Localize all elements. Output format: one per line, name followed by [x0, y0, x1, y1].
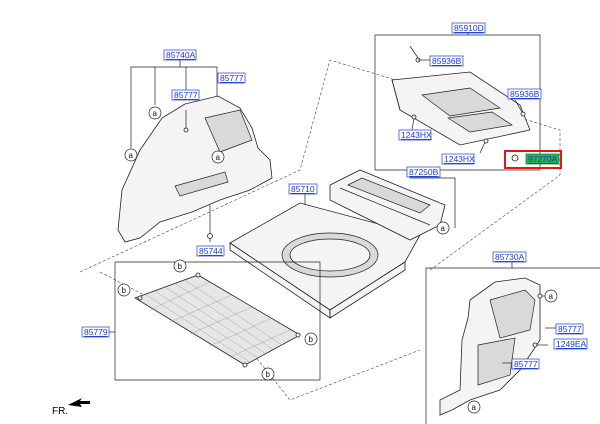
svg-text:85777: 85777	[174, 90, 198, 100]
label-97270A[interactable]: 97270A	[504, 150, 562, 169]
label-85936B-right[interactable]: 85936B	[507, 88, 542, 100]
svg-text:85730A: 85730A	[495, 252, 525, 262]
label-85936B-top[interactable]: 85936B	[429, 55, 464, 67]
svg-text:a: a	[549, 292, 554, 301]
label-1249EA[interactable]: 1249EA	[553, 338, 588, 350]
callout-a-left-3: a	[211, 150, 225, 164]
svg-text:b: b	[122, 286, 127, 295]
callout-b-3: b	[304, 332, 318, 346]
callout-b-2: b	[117, 283, 131, 297]
svg-text:1243HX: 1243HX	[401, 130, 432, 140]
right-quarter-trim	[439, 277, 556, 416]
svg-text:87250B: 87250B	[409, 167, 439, 177]
svg-text:a: a	[216, 153, 221, 162]
label-85740A[interactable]: 85740A	[163, 49, 197, 61]
svg-text:85710: 85710	[291, 184, 315, 194]
transverse-trim	[329, 169, 446, 241]
cargo-net-box	[114, 261, 321, 381]
label-85777-left-b[interactable]: 85777	[217, 72, 246, 84]
svg-text:85910D: 85910D	[454, 23, 484, 33]
svg-text:FR.: FR.	[52, 406, 68, 417]
bracket-85910D	[374, 34, 541, 171]
svg-text:a: a	[153, 109, 158, 118]
svg-text:b: b	[178, 262, 183, 271]
svg-text:a: a	[472, 403, 477, 412]
label-85730A[interactable]: 85730A	[492, 251, 527, 263]
label-1243HX-bottom[interactable]: 1243HX	[441, 153, 475, 165]
svg-text:85744: 85744	[199, 246, 223, 256]
svg-text:b: b	[266, 370, 271, 379]
label-85777-right-b[interactable]: 85777	[511, 358, 540, 370]
callout-b-1: b	[173, 259, 187, 273]
label-87250B[interactable]: 87250B	[406, 166, 441, 178]
front-direction-indicator: FR.	[52, 398, 90, 417]
svg-text:85779: 85779	[84, 327, 108, 337]
callout-a-left-1: a	[124, 148, 138, 162]
svg-text:b: b	[309, 335, 314, 344]
svg-text:85936B: 85936B	[510, 89, 540, 99]
label-85710[interactable]: 85710	[288, 183, 318, 195]
svg-text:85740A: 85740A	[166, 50, 196, 60]
left-quarter-trim	[117, 95, 273, 243]
callout-a-right-1: a	[544, 289, 558, 303]
cargo-cover-shelf	[391, 45, 531, 162]
label-85910D[interactable]: 85910D	[451, 22, 486, 34]
svg-text:97270A: 97270A	[528, 154, 558, 164]
svg-text:a: a	[129, 151, 134, 160]
label-1243HX-left[interactable]: 1243HX	[398, 129, 432, 141]
label-85777-left-a[interactable]: 85777	[171, 89, 200, 101]
label-85744[interactable]: 85744	[196, 245, 225, 257]
cargo-net	[134, 272, 301, 368]
svg-text:1249EA: 1249EA	[556, 339, 587, 349]
svg-text:85777: 85777	[220, 73, 244, 83]
callout-a-trim: a	[436, 221, 450, 235]
svg-text:a: a	[441, 224, 446, 233]
front-arrow-icon	[68, 398, 90, 407]
svg-text:85777: 85777	[514, 359, 538, 369]
svg-text:85936B: 85936B	[432, 56, 462, 66]
callout-a-left-2: a	[148, 106, 162, 120]
label-85777-right-a[interactable]: 85777	[555, 323, 584, 335]
svg-text:1243HX: 1243HX	[444, 154, 475, 164]
label-85779[interactable]: 85779	[81, 326, 110, 338]
callout-b-4: b	[261, 367, 275, 381]
svg-text:85777: 85777	[558, 324, 582, 334]
callout-a-right-2: a	[467, 400, 481, 414]
